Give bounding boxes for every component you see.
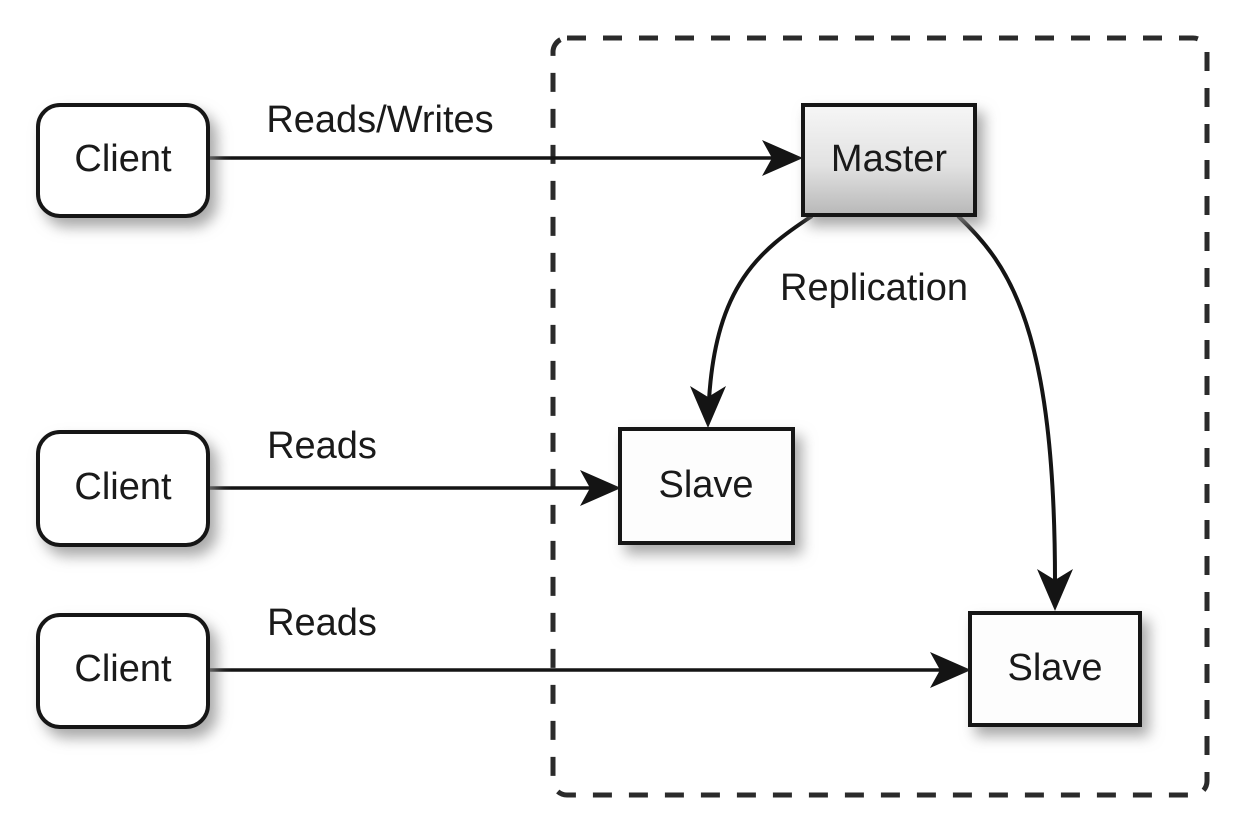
edge-master-to-slave-top [690,214,814,428]
edge-master-to-slave-bottom [956,214,1073,611]
edge-label-reads-bottom: Reads [267,602,377,644]
node-client-top[interactable]: Client [36,103,210,218]
slave-box[interactable] [618,427,795,545]
arrow-head-icon [580,470,621,506]
client-box[interactable] [36,430,210,547]
slave-bottom-label: Slave [1007,647,1102,689]
edge-client-middle-to-slave-top [208,470,621,506]
arrow-head-icon [690,386,726,428]
edge-label-reads-writes: Reads/Writes [266,99,493,141]
edge-curve [707,214,814,401]
edge-curve [956,214,1057,583]
client-bottom-label: Client [74,648,172,690]
node-client-bottom[interactable]: Client [36,613,210,729]
edge-label-replication: Replication [780,267,968,309]
client-top-label: Client [74,138,172,180]
client-box[interactable] [36,613,210,729]
edge-label-reads-middle: Reads [267,425,377,467]
master-box[interactable] [801,103,977,217]
master-label: Master [831,138,947,180]
edge-client-bottom-to-slave-bottom [208,652,971,688]
client-middle-label: Client [74,466,172,508]
client-box[interactable] [36,103,210,218]
arrow-head-icon [1037,569,1073,611]
slave-top-label: Slave [658,464,753,506]
node-client-middle[interactable]: Client [36,430,210,547]
node-master[interactable]: Master [801,103,977,217]
node-slave-top[interactable]: Slave [618,427,795,545]
database-cluster-boundary [550,35,1210,798]
node-slave-bottom[interactable]: Slave [968,611,1142,727]
slave-box[interactable] [968,611,1142,727]
arrow-head-icon [930,652,971,688]
arrow-head-icon [762,140,803,176]
edge-client-top-to-master [208,140,803,176]
